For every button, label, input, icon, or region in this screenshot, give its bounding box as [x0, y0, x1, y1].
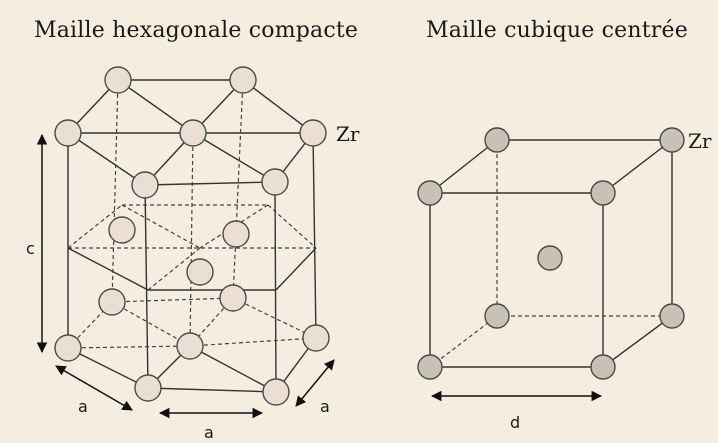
hcp-left-edge-arrow	[55, 365, 133, 411]
bcc-element-label: Zr	[688, 129, 712, 153]
bcc-front-face	[429, 192, 604, 368]
hcp-bottom-edge-label: a	[204, 423, 214, 442]
bcc-atoms	[417, 127, 685, 380]
hcp-right-edge-label: a	[320, 397, 330, 416]
hcp-right-edge-arrow	[295, 359, 335, 407]
hcp-vertical-edges	[67, 79, 317, 393]
bcc-center-atom	[537, 245, 563, 271]
bcc-title: Maille cubique centrée	[426, 18, 688, 43]
bcc-edge-label: d	[510, 413, 520, 432]
bcc-structure	[417, 127, 685, 402]
hcp-title: Maille hexagonale compacte	[34, 18, 359, 43]
hcp-atoms	[54, 66, 330, 406]
hcp-element-label: Zr	[336, 122, 360, 146]
hcp-bottom-plane	[67, 297, 317, 393]
hcp-dimensions	[36, 133, 335, 419]
hcp-structure	[36, 66, 335, 419]
bcc-back-edges	[429, 139, 673, 368]
hcp-left-edge-label: a	[78, 397, 88, 416]
hcp-height-label: c	[26, 239, 35, 258]
hcp-middle-plane	[67, 204, 317, 291]
